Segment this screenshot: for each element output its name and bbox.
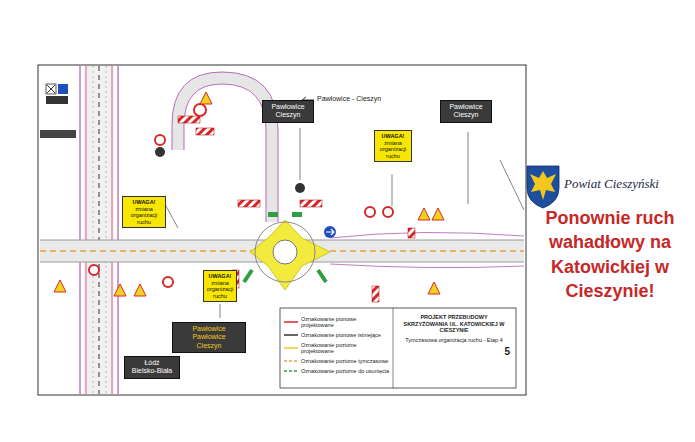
sign-text: Pawłowice — [175, 325, 243, 333]
sign-text: Cieszyn — [443, 111, 489, 119]
legend-text: Oznakowanie poziome projektowane — [301, 342, 390, 354]
legend-sample — [284, 332, 298, 338]
legend-sample — [284, 358, 298, 364]
legend-sample — [284, 345, 298, 351]
warning-board: UWAGA!zmiana organizacji ruchu — [374, 130, 412, 162]
warning-board: UWAGA!zmiana organizacji ruchu — [122, 196, 166, 228]
direction-sign: ŁódźBielsko-Biała — [124, 356, 180, 379]
legend-sample — [284, 368, 298, 374]
sign-text: Łódź — [127, 359, 177, 367]
sign-text: Pawłowice — [443, 103, 489, 111]
warning-board: UWAGA!zmiana organizacji ruchu — [203, 270, 237, 302]
legend-row: Oznakowanie poziome tymczasowe — [284, 358, 390, 364]
sign-text: Cieszyn — [265, 111, 311, 119]
county-name: Powiat Cieszyński — [563, 176, 660, 192]
legend-text: Oznakowanie poziome do usunięcia — [301, 368, 389, 374]
title-block-text: PROJEKT PRZEBUDOWY SKRZYŻOWANIA UL. KATO… — [398, 314, 510, 334]
direction-sign: PawłowiceCieszyn — [440, 100, 492, 123]
legend-row: Oznakowanie poziome do usunięcia — [284, 368, 390, 374]
board-text: zmiana organizacji ruchu — [377, 140, 409, 160]
board-text: UWAGA! — [206, 273, 234, 280]
board-text: UWAGA! — [377, 133, 409, 140]
road-direction: Pawłowice - Cieszyn — [316, 95, 382, 102]
legend-row: Oznakowanie pionowe projektowane — [284, 316, 390, 328]
legend-sample — [284, 319, 298, 325]
direction-sign: PawłowiceCieszyn — [262, 100, 314, 123]
sign-text: Bielsko-Biała — [127, 367, 177, 375]
direction-sign: PawłowicePawłowiceCieszyn — [172, 322, 246, 353]
board-text: zmiana organizacji ruchu — [125, 206, 163, 226]
board-text: UWAGA! — [125, 199, 163, 206]
legend: Oznakowanie pionowe projektowaneOznakowa… — [284, 316, 390, 378]
sign-text: Cieszyn — [175, 342, 243, 350]
title-block-text: Tymczasowa organizacja ruchu - Etap 4 — [398, 337, 510, 344]
legend-row: Oznakowanie poziome projektowane — [284, 342, 390, 354]
title-block: PROJEKT PRZEBUDOWY SKRZYŻOWANIA UL. KATO… — [396, 312, 512, 360]
sign-text: Pawłowice — [175, 333, 243, 341]
board-text: zmiana organizacji ruchu — [206, 280, 234, 300]
sign-text: Pawłowice — [265, 103, 311, 111]
legend-text: Oznakowanie pionowe istniejące — [301, 332, 381, 338]
legend-row: Oznakowanie pionowe istniejące — [284, 332, 390, 338]
legend-text: Oznakowanie poziome tymczasowe — [301, 358, 388, 364]
headline: Ponownie ruch wahadłowy na Katowickiej w… — [532, 206, 688, 303]
legend-text: Oznakowanie pionowe projektowane — [301, 316, 390, 328]
title-block-text: 5 — [398, 346, 510, 358]
